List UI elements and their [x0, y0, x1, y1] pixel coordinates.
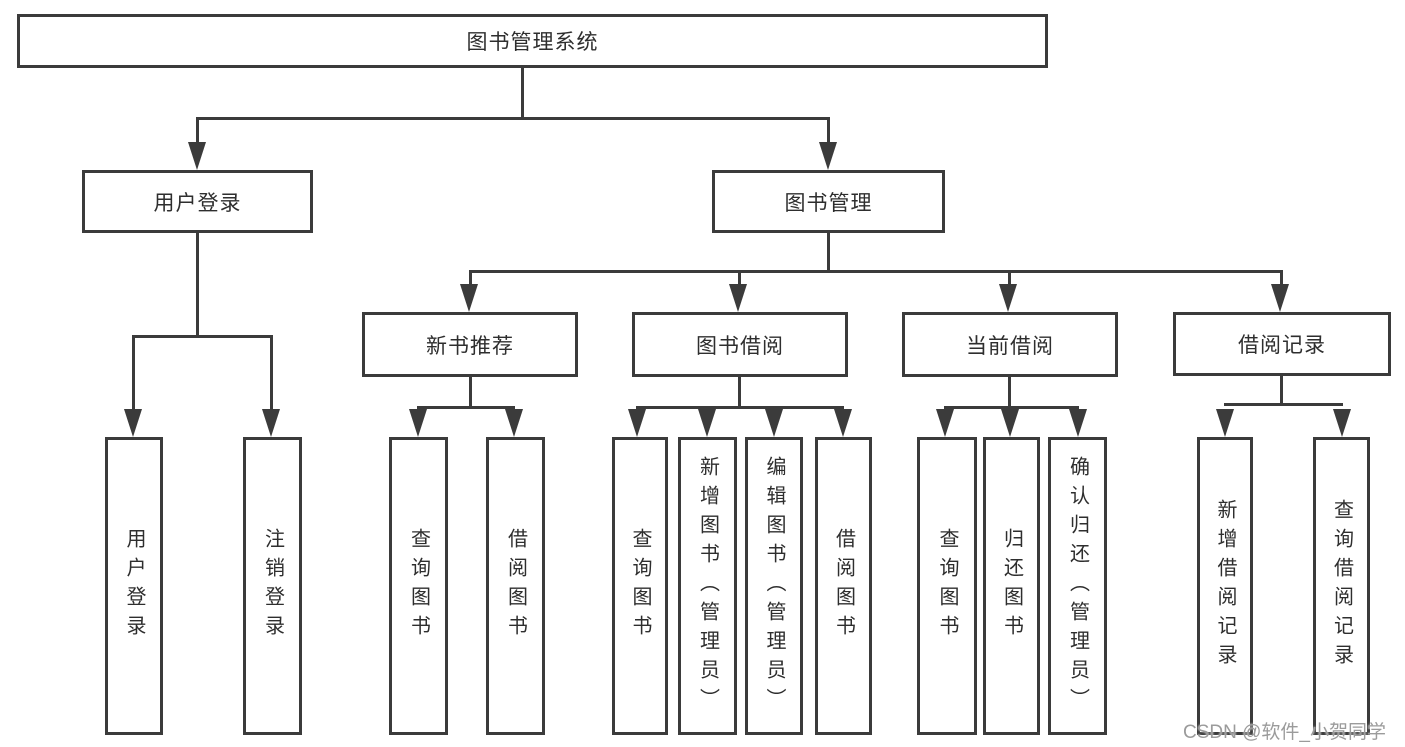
connector-current-stem — [1008, 377, 1011, 408]
csdn-watermark: CSDN @软件_小贺同学 — [1183, 722, 1386, 743]
connector-level1-hbar — [196, 117, 830, 120]
connector-current-hbar — [944, 406, 1079, 409]
leaf-user-login-label: 用户登录 — [123, 528, 145, 644]
connector-recommend-hbar — [417, 406, 515, 409]
connector-drop — [132, 335, 135, 411]
connector-login-drop — [196, 117, 199, 145]
arrow-down-icon — [698, 409, 716, 437]
leaf-recommend-borrow-books: 借阅图书 — [486, 437, 545, 735]
arrow-down-icon — [729, 284, 747, 312]
arrow-down-icon — [409, 409, 427, 437]
leaf-user-login: 用户登录 — [105, 437, 163, 735]
connector-records-hbar — [1224, 403, 1343, 406]
connector-drop — [270, 335, 273, 411]
connector-mgmt-stem — [827, 233, 830, 273]
arrow-down-icon — [765, 409, 783, 437]
leaf-borrow-edit-books-admin: 编辑图书（管理员） — [745, 437, 803, 735]
connector-drop — [738, 270, 741, 286]
arrow-down-icon — [999, 284, 1017, 312]
arrow-down-icon — [505, 409, 523, 437]
arrow-down-icon — [188, 142, 206, 170]
node-borrow-records: 借阅记录 — [1173, 312, 1391, 376]
node-root: 图书管理系统 — [17, 14, 1048, 68]
leaf-current-return-books: 归还图书 — [983, 437, 1040, 735]
leaf-borrow-query-books-label: 查询图书 — [629, 528, 651, 644]
node-user-login: 用户登录 — [82, 170, 313, 233]
leaf-logout-label: 注销登录 — [261, 528, 284, 644]
arrow-down-icon — [1069, 409, 1087, 437]
leaf-borrow-edit-books-admin-label: 编辑图书（管理员） — [763, 455, 785, 717]
arrow-down-icon — [834, 409, 852, 437]
arrow-down-icon — [819, 142, 837, 170]
node-user-login-label: 用户登录 — [153, 191, 242, 215]
connector-borrow-hbar — [636, 406, 844, 409]
node-book-management-label: 图书管理 — [784, 191, 873, 215]
arrow-down-icon — [1001, 409, 1019, 437]
connector-root-stem — [521, 68, 524, 119]
leaf-current-return-books-label: 归还图书 — [1000, 528, 1023, 644]
connector-records-stem — [1280, 376, 1283, 406]
arrow-down-icon — [460, 284, 478, 312]
node-current-borrow-label: 当前借阅 — [966, 334, 1054, 358]
connector-login-stem — [196, 233, 199, 337]
leaf-recommend-query-books-label: 查询图书 — [407, 528, 430, 644]
leaf-current-query-books-label: 查询图书 — [936, 528, 958, 644]
node-borrow-records-label: 借阅记录 — [1238, 334, 1326, 357]
connector-recommend-stem — [469, 377, 472, 408]
leaf-borrow-add-books-admin: 新增图书（管理员） — [678, 437, 737, 735]
leaf-records-query-record-label: 查询借阅记录 — [1330, 499, 1353, 673]
arrow-down-icon — [936, 409, 954, 437]
connector-borrow-stem — [738, 377, 741, 408]
connector-level2-hbar — [469, 270, 1283, 273]
leaf-current-query-books: 查询图书 — [917, 437, 977, 735]
arrow-down-icon — [262, 409, 280, 437]
node-book-management: 图书管理 — [712, 170, 945, 233]
node-new-book-recommend-label: 新书推荐 — [426, 334, 514, 358]
arrow-down-icon — [1333, 409, 1351, 437]
arrow-down-icon — [628, 409, 646, 437]
connector-drop — [1008, 270, 1011, 286]
arrow-down-icon — [1216, 409, 1234, 437]
leaf-borrow-add-books-admin-label: 新增图书（管理员） — [696, 455, 719, 717]
leaf-recommend-query-books: 查询图书 — [389, 437, 448, 735]
leaf-borrow-borrow-books-label: 借阅图书 — [832, 528, 855, 644]
connector-drop — [469, 270, 472, 286]
leaf-logout: 注销登录 — [243, 437, 302, 735]
connector-drop — [1280, 270, 1283, 286]
arrow-down-icon — [124, 409, 142, 437]
node-new-book-recommend: 新书推荐 — [362, 312, 578, 377]
node-book-borrow-label: 图书借阅 — [696, 334, 784, 358]
connector-mgmt-drop — [827, 117, 830, 145]
node-book-borrow: 图书借阅 — [632, 312, 848, 377]
leaf-records-query-record: 查询借阅记录 — [1313, 437, 1370, 735]
leaf-borrow-borrow-books: 借阅图书 — [815, 437, 872, 735]
node-current-borrow: 当前借阅 — [902, 312, 1118, 377]
connector-login-hbar — [132, 335, 273, 338]
leaf-current-confirm-return-admin-label: 确认归还（管理员） — [1066, 455, 1089, 717]
leaf-records-add-record: 新增借阅记录 — [1197, 437, 1253, 735]
arrow-down-icon — [1271, 284, 1289, 312]
leaf-borrow-query-books: 查询图书 — [612, 437, 668, 735]
node-root-label: 图书管理系统 — [466, 31, 599, 54]
leaf-current-confirm-return-admin: 确认归还（管理员） — [1048, 437, 1107, 735]
leaf-records-add-record-label: 新增借阅记录 — [1214, 499, 1236, 673]
leaf-recommend-borrow-books-label: 借阅图书 — [504, 528, 527, 644]
